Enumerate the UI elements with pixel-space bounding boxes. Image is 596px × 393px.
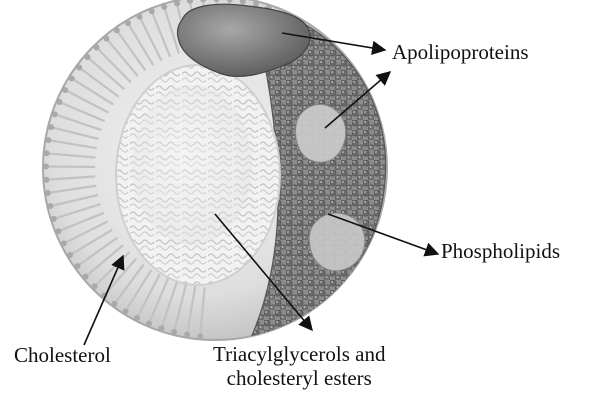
- tail-head: [44, 150, 50, 156]
- tail-head: [125, 20, 131, 26]
- tail-head: [83, 274, 89, 280]
- tail-head: [122, 308, 128, 314]
- tail-head: [43, 177, 49, 183]
- label-triacylglycerols: Triacylglycerols and cholesteryl esters: [213, 342, 385, 390]
- tail-head: [111, 301, 117, 307]
- tail-head: [62, 87, 68, 93]
- tail-head: [67, 252, 73, 258]
- tail-head: [94, 44, 100, 50]
- apolipoprotein-bottom: [309, 213, 365, 271]
- tail-head: [52, 111, 58, 117]
- tail-head: [149, 8, 155, 14]
- tail-head: [146, 321, 152, 327]
- lipid-core-highlight: [132, 85, 252, 245]
- tail-head: [43, 164, 49, 170]
- tail-head: [184, 332, 190, 338]
- tail-head: [137, 14, 143, 20]
- label-triacylglycerols-line1: Triacylglycerols and: [213, 342, 385, 366]
- label-triacylglycerols-line2: cholesteryl esters: [213, 366, 385, 390]
- tail-head: [161, 4, 167, 10]
- tail-head: [76, 64, 82, 70]
- tail-head: [48, 124, 54, 130]
- label-cholesterol: Cholesterol: [14, 343, 111, 367]
- tail-head: [84, 54, 90, 60]
- tail-head: [134, 315, 140, 321]
- tail-head: [55, 228, 61, 234]
- label-apolipoproteins: Apolipoproteins: [392, 40, 529, 64]
- tail-head: [103, 36, 109, 42]
- tail-head: [45, 137, 51, 143]
- tail-head: [158, 325, 164, 331]
- tail-head: [51, 216, 57, 222]
- tail-head: [114, 27, 120, 33]
- tail-head: [69, 75, 75, 81]
- tail-head: [91, 283, 97, 289]
- tail-head: [45, 190, 51, 196]
- tail-head: [174, 0, 180, 6]
- tail-head: [197, 333, 203, 339]
- tail-head: [171, 329, 177, 335]
- tail-head: [47, 203, 53, 209]
- tail-head: [61, 240, 67, 246]
- tail-head: [74, 263, 80, 269]
- apolipoprotein-right: [296, 104, 346, 162]
- label-phospholipids: Phospholipids: [441, 239, 560, 263]
- tail-head: [56, 99, 62, 105]
